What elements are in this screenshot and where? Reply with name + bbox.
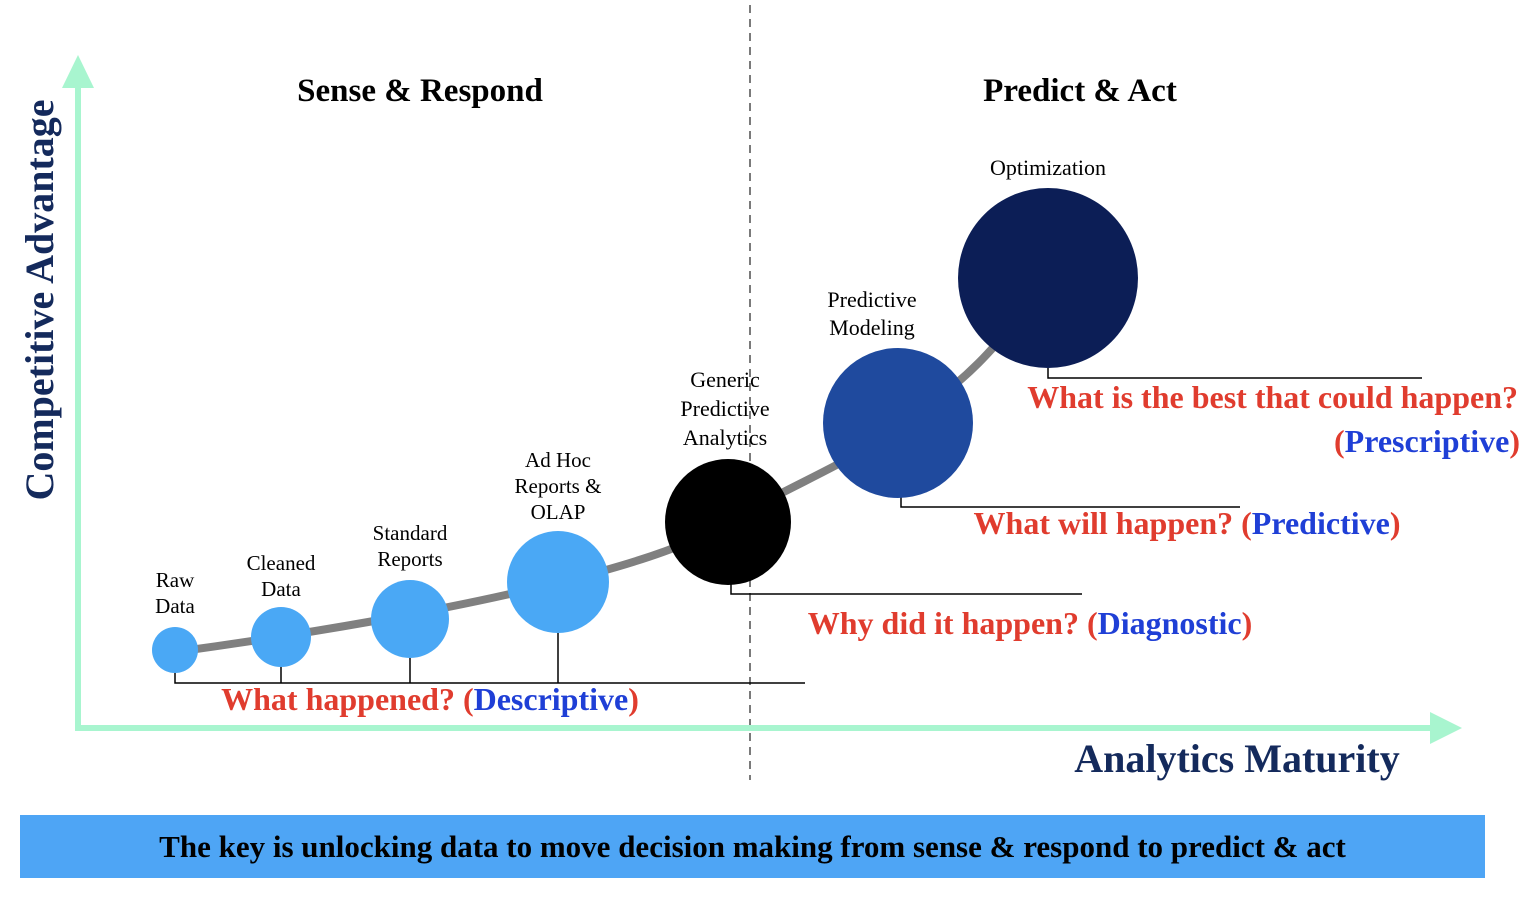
type-label-prescriptive: (Prescriptive): [1334, 423, 1520, 459]
stage-circle-optimization: [958, 188, 1138, 368]
footer-text: The key is unlocking data to move decisi…: [159, 828, 1346, 864]
footer-banner: The key is unlocking data to move decisi…: [20, 815, 1485, 878]
stage-label-optimization: Optimization: [990, 155, 1106, 180]
x-axis-arrowhead: [1430, 712, 1462, 744]
y-axis-arrowhead: [62, 55, 94, 88]
x-axis-label: Analytics Maturity: [1074, 736, 1400, 781]
region-heading-right: Predict & Act: [983, 73, 1177, 109]
stage-circles: [152, 188, 1138, 673]
region-heading-left: Sense & Respond: [297, 73, 543, 109]
bracket-predictive: [900, 497, 1240, 508]
question-label-diagnostic: Why did it happen? (Diagnostic): [808, 605, 1253, 641]
axes: [62, 55, 1462, 744]
y-axis-label: Competitive Advantage: [17, 99, 62, 500]
question-label-descriptive: What happened? (Descriptive): [221, 681, 639, 717]
stage-circle-generic-predictive: [665, 459, 791, 585]
stage-circle-standard-reports: [371, 580, 449, 658]
bracket-descriptive: [174, 672, 805, 684]
question-label-prescriptive: What is the best that could happen?: [1027, 379, 1518, 415]
stage-circle-predictive-modeling: [823, 348, 973, 498]
stage-circle-raw-data: [152, 627, 198, 673]
stage-circle-cleaned-data: [251, 607, 311, 667]
stage-circle-ad-hoc-reports: [507, 531, 609, 633]
bracket-prescriptive: [1047, 368, 1422, 379]
bracket-diagnostic: [730, 584, 1082, 595]
question-label-predictive: What will happen? (Predictive): [974, 505, 1401, 541]
bracket-lines: [174, 368, 1422, 684]
